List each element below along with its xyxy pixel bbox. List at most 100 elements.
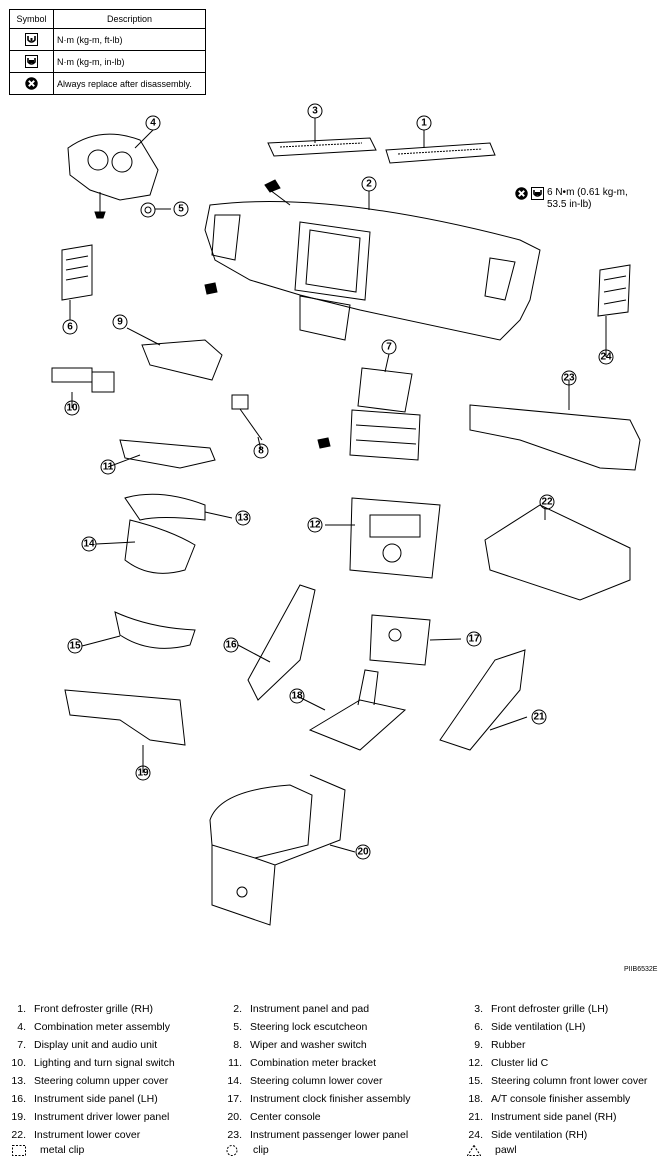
legend-item: 7. Display unit and audio unit <box>0 1036 157 1054</box>
cluster-lid-c <box>349 497 441 579</box>
leader-lines <box>69 118 607 853</box>
legend-number: 2. <box>233 1003 242 1015</box>
legend-item: 18.A/T console finisher assembly <box>457 1090 630 1108</box>
at-console-finisher <box>308 669 407 751</box>
callout-number: 1 <box>421 118 427 129</box>
legend-item: 3. Front defroster grille (LH) <box>457 1000 608 1018</box>
symbol-description: N·m (kg-m, in-lb) <box>53 50 206 73</box>
torque-value: 6 N•m (0.61 kg-m, <box>547 187 628 198</box>
legend-item: 16. Instrument side panel (LH) <box>0 1090 158 1108</box>
legend-key: clip <box>225 1144 269 1156</box>
legend-number: 20. <box>227 1111 242 1123</box>
callout-number: 6 <box>67 322 73 333</box>
legend-number: 17. <box>227 1093 242 1105</box>
pawl-icon <box>467 1144 481 1156</box>
callout-number: 9 <box>117 317 123 328</box>
description-column-header: Description <box>53 9 206 29</box>
legend-part-name: Steering column front lower cover <box>491 1075 648 1087</box>
torque-wrench-small-icon <box>531 187 544 200</box>
column-front-lower-cover <box>114 611 196 649</box>
legend-part-name: Instrument side panel (LH) <box>34 1093 158 1105</box>
passenger-lower-panel <box>469 404 641 471</box>
legend-part-name: Front defroster grille (LH) <box>491 1003 609 1015</box>
callout-number: 20 <box>357 847 369 858</box>
legend-number: 8. <box>233 1039 242 1051</box>
lighting-switch <box>51 367 115 393</box>
legend-part-name: Instrument clock finisher assembly <box>250 1093 411 1105</box>
legend-number: 3. <box>474 1003 483 1015</box>
legend-number: 14. <box>227 1075 242 1087</box>
column-upper-cover <box>124 493 206 521</box>
center-console <box>209 774 346 926</box>
legend-number: 16. <box>11 1093 26 1105</box>
instrument-panel <box>204 179 541 341</box>
legend-part-name: Wiper and washer switch <box>250 1039 367 1051</box>
legend-item: 4. Combination meter assembly <box>0 1018 170 1036</box>
callout-number: 17 <box>468 634 480 645</box>
legend-number: 11. <box>228 1057 242 1069</box>
callout-number: 12 <box>309 520 321 531</box>
figure-id: PIIB6532E <box>624 966 658 973</box>
legend-item: 9.Rubber <box>457 1036 525 1054</box>
legend-part-name: Cluster lid C <box>491 1057 549 1069</box>
symbol-table: Symbol Description N·m (kg-m, ft-lb) N·m… <box>9 9 206 95</box>
combination-meter <box>67 133 159 219</box>
legend-part-name: Front defroster grille (RH) <box>34 1003 154 1015</box>
legend-number: 1. <box>17 1003 26 1015</box>
legend-item: 24.Side ventilation (RH) <box>457 1126 587 1144</box>
symbol-description: Always replace after disassembly. <box>53 72 206 95</box>
legend-item: 5.Steering lock escutcheon <box>216 1018 367 1036</box>
legend-key: pawl <box>467 1144 517 1156</box>
legend-item: 10. Lighting and turn signal switch <box>0 1054 175 1072</box>
legend-item: 23.Instrument passenger lower panel <box>216 1126 408 1144</box>
legend-part-name: Display unit and audio unit <box>34 1039 158 1051</box>
replace-x-icon <box>25 77 38 90</box>
exploded-view-diagram: 1 2 3 4 5 6 7 8 9 10 11 12 13 14 15 16 1… <box>51 103 641 926</box>
legend-number: 22. <box>11 1129 26 1141</box>
side-ventilation-rh <box>597 264 631 317</box>
legend-number: 12. <box>468 1057 483 1069</box>
callout-number: 23 <box>563 373 575 384</box>
legend-part-name: Steering column upper cover <box>34 1075 169 1087</box>
torque-wrench-icon <box>25 33 38 46</box>
legend-item: 12. Cluster lid C <box>457 1054 548 1072</box>
torque-wrench-small-icon <box>25 55 38 68</box>
callout-number: 19 <box>137 768 149 779</box>
column-lower-cover <box>124 519 196 574</box>
steering-lock-escutcheon <box>140 202 156 218</box>
legend-number: 13. <box>11 1075 26 1087</box>
callout-number: 14 <box>83 539 95 550</box>
side-panel-lh <box>247 584 316 701</box>
legend-number: 4. <box>17 1021 26 1033</box>
driver-lower-panel <box>64 689 186 746</box>
legend-number: 7. <box>17 1039 26 1051</box>
callout-number: 13 <box>237 513 249 524</box>
legend-part-name: Center console <box>250 1111 321 1123</box>
legend-part-name: Instrument passenger lower panel <box>250 1129 409 1141</box>
legend-part-name: Combination meter assembly <box>34 1021 170 1033</box>
display-audio-unit <box>317 367 421 461</box>
legend-number: 10. <box>11 1057 26 1069</box>
legend-number: 15. <box>468 1075 483 1087</box>
callout-number: 8 <box>258 446 264 457</box>
callout-number: 2 <box>366 179 372 190</box>
replace-x-icon <box>515 187 528 200</box>
legend-item: 17. Instrument clock finisher assembly <box>216 1090 410 1108</box>
legend-part-name: Side ventilation (LH) <box>491 1021 586 1033</box>
rubber <box>141 339 223 381</box>
callout-number: 18 <box>291 691 303 702</box>
legend-number: 24. <box>468 1129 483 1141</box>
callout-number: 10 <box>66 403 78 414</box>
legend-item: 22. Instrument lower cover <box>0 1126 140 1144</box>
legend-number: 21. <box>468 1111 483 1123</box>
callout-number: 11 <box>103 462 114 473</box>
legend-item: 14. Steering column lower cover <box>216 1072 382 1090</box>
torque-value-cont: 53.5 in-lb) <box>547 199 592 210</box>
legend-part-name: Lighting and turn signal switch <box>34 1057 175 1069</box>
legend-part-name: Instrument lower cover <box>34 1129 141 1141</box>
legend-part-name: Combination meter bracket <box>250 1057 377 1069</box>
legend-part-name: Steering column lower cover <box>250 1075 383 1087</box>
legend-part-name: A/T console finisher assembly <box>491 1093 631 1105</box>
legend-key-label: clip <box>253 1144 269 1156</box>
callout-number: 7 <box>386 342 392 353</box>
